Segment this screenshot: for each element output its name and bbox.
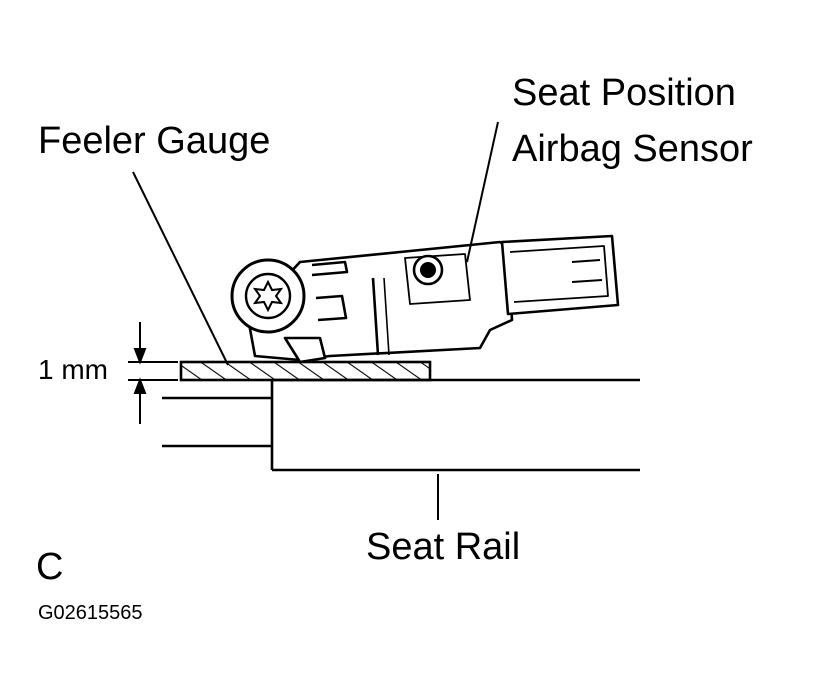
figure-code: G02615565 xyxy=(38,602,143,624)
dimension-marker xyxy=(128,322,178,424)
dimension-label: 1 mm xyxy=(38,354,108,385)
feeler-gauge-strip xyxy=(179,360,432,382)
sensor-connector xyxy=(500,234,620,316)
airbag-sensor-body xyxy=(246,240,514,364)
seat-rail xyxy=(162,378,640,472)
sensor-label-line1: Seat Position xyxy=(512,72,736,114)
view-letter: C xyxy=(36,546,64,588)
small-nut xyxy=(412,254,444,286)
seat-rail-label: Seat Rail xyxy=(366,526,521,568)
leader-lines xyxy=(132,121,499,520)
sensor-label-line2: Airbag Sensor xyxy=(512,128,753,170)
pivot-bolt xyxy=(230,258,306,334)
feeler-gauge-label: Feeler Gauge xyxy=(38,120,271,162)
